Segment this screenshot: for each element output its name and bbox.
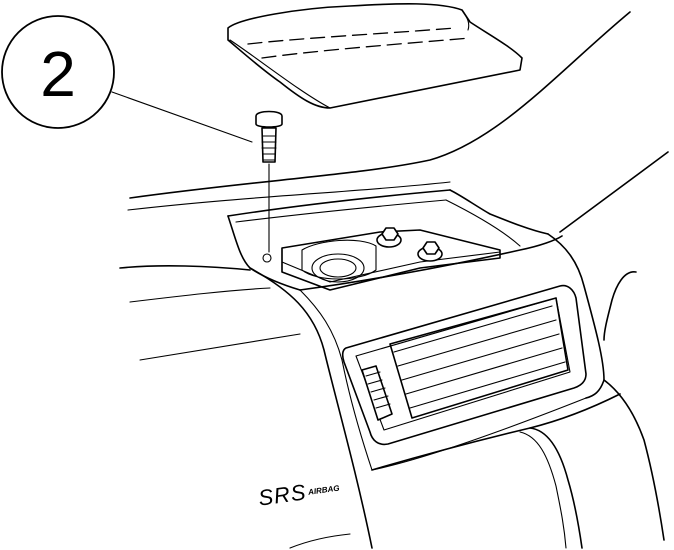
dash-lower-left-line [129,287,271,303]
panel-front-face [249,267,373,549]
screw-icon [255,110,283,163]
air-vent [341,284,587,446]
srs-label: SRS [257,479,308,510]
lower-panel-seam [529,427,583,549]
a-pillar-line [559,151,669,233]
door-edge-curve [603,271,637,341]
windshield-inner-edge [127,181,451,211]
bottom-edge-line [289,533,351,549]
mounting-nut-right-icon [417,241,443,262]
lower-panel-seam-inner [519,431,567,549]
airbag-cover-panel [227,3,523,109]
dash-lower-mid-line [139,333,301,361]
dash-left-contour [119,265,251,271]
dash-top-edge [227,189,451,217]
lower-panel-top [371,393,621,471]
callout-number: 2 [40,38,76,110]
callout-leader-line [111,91,253,143]
windshield-edge [129,11,631,199]
panel-face-lower [341,359,587,471]
airbag-label: AIRBAG [307,484,340,497]
dash-right-lower [603,379,665,541]
mounting-nut-left-icon [376,227,402,248]
srs-airbag-badge: SRS AIRBAG [257,479,340,510]
callout-bubble: 2 [1,15,115,129]
panel-right-shoulder [547,233,605,399]
panel-top-ridge [299,235,563,291]
panel-front-inner [299,289,343,361]
